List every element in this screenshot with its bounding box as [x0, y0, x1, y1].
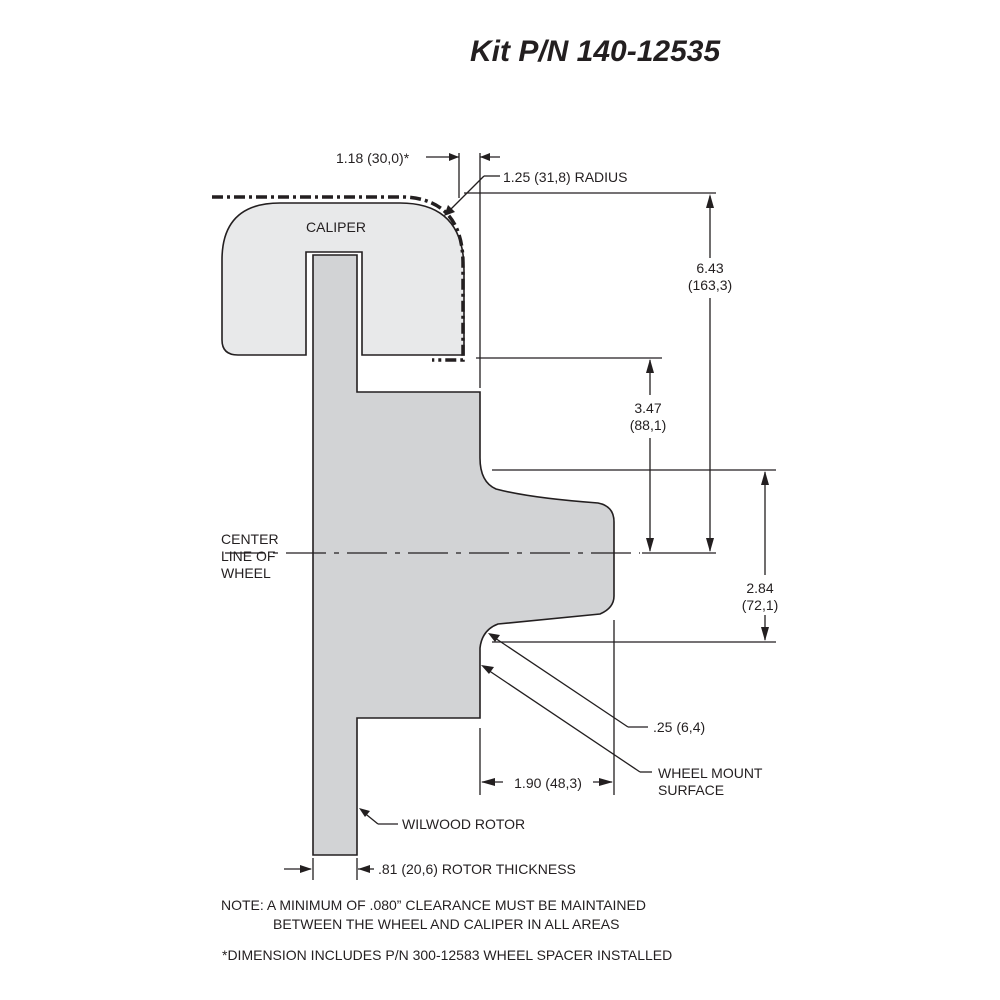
wheel-mount-leader: [484, 667, 641, 773]
arrow-hub-radius-top: [761, 471, 769, 485]
dim-total-height-metric: (163,3): [688, 277, 732, 293]
radius-leader-diag: [445, 175, 485, 215]
dim-rotor-thickness-text: .81 (20,6) ROTOR THICKNESS: [378, 861, 576, 877]
arrow-fillet: [488, 633, 500, 642]
arrow-caliper-offset-left: [449, 153, 459, 161]
center-line-label-1: CENTER: [221, 531, 279, 547]
dim-caliper-offset-text: 1.18 (30,0)*: [336, 150, 410, 166]
dim-hub-width-text: 1.90 (48,3): [514, 775, 582, 791]
note-line-1: NOTE: A MINIMUM OF .080” CLEARANCE MUST …: [221, 897, 646, 913]
spacer-note: *DIMENSION INCLUDES P/N 300-12583 WHEEL …: [222, 947, 672, 963]
arrow-rotor-thickness-right: [358, 865, 370, 873]
arrow-inner-height-top: [646, 359, 654, 373]
dim-fillet-text: .25 (6,4): [653, 719, 705, 735]
dim-inner-height-text: 3.47: [634, 400, 661, 416]
dim-hub-radius-metric: (72,1): [742, 597, 779, 613]
fillet-leader: [491, 635, 629, 728]
arrow-rotor-thickness-left: [300, 865, 312, 873]
arrow-hub-radius-bottom: [761, 627, 769, 641]
arrow-rotor: [359, 808, 370, 817]
wheel-clearance-line: [212, 195, 465, 362]
arrow-caliper-offset-right: [480, 153, 490, 161]
dim-total-height-text: 6.43: [696, 260, 723, 276]
arrow-inner-height-bottom: [646, 538, 654, 552]
dim-hub-radius-text: 2.84: [746, 580, 773, 596]
arrow-wheel-mount: [481, 665, 494, 674]
arrow-radius: [444, 205, 455, 216]
note-line-2: BETWEEN THE WHEEL AND CALIPER IN ALL ARE…: [273, 916, 619, 932]
arrow-total-height-bottom: [706, 538, 714, 552]
arrow-total-height-top: [706, 194, 714, 208]
wheel-mount-label-line-2: SURFACE: [658, 782, 724, 798]
kit-title: Kit P/N 140-12535: [470, 35, 721, 68]
arrow-hub-width-right: [599, 778, 613, 786]
rotor-label: WILWOOD ROTOR: [402, 816, 525, 832]
arrow-hub-width-left: [481, 778, 495, 786]
dim-inner-height-metric: (88,1): [630, 417, 667, 433]
caliper-label: CALIPER: [306, 219, 366, 235]
rotor-hub-shape: [312, 254, 615, 856]
center-line-label-3: WHEEL: [221, 565, 271, 581]
dim-radius-text: 1.25 (31,8) RADIUS: [503, 169, 628, 185]
caliper-shape: [221, 202, 465, 356]
wheel-mount-label-line-1: WHEEL MOUNT: [658, 765, 763, 781]
center-line-label-2: LINE OF: [221, 548, 275, 564]
